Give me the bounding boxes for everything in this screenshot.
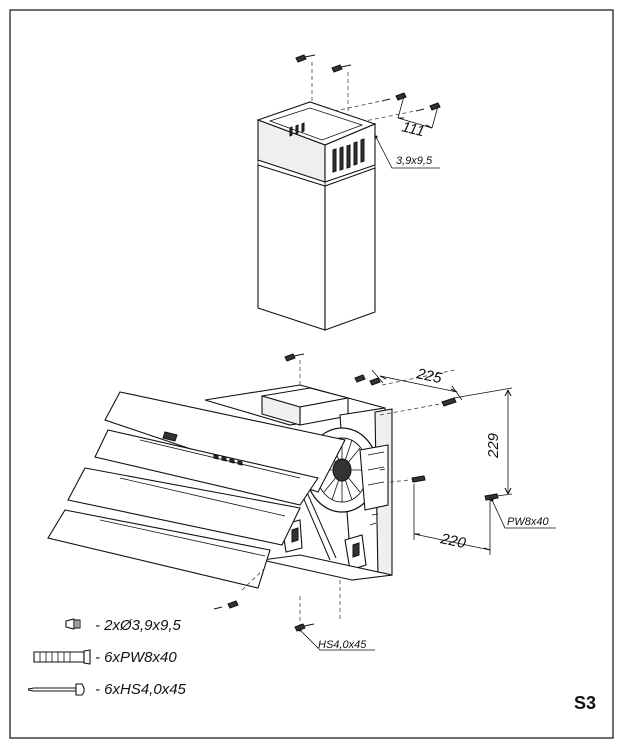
dimension-label-225: 225: [414, 365, 444, 387]
dimension-label-111: 111: [400, 118, 426, 140]
page-code: S3: [574, 693, 596, 713]
screw-icon: [213, 600, 239, 610]
legend: - 2xØ3,9x9,5 - 6xPW8x40 - 6xHS4,0x45: [27, 617, 187, 698]
screw-icon: [369, 377, 381, 386]
glass-panel: [47, 509, 271, 589]
long-screw-icon: [27, 683, 85, 696]
screw-icon: [284, 353, 305, 362]
glass-panels: [47, 391, 346, 589]
page-frame: [9, 9, 614, 739]
glass-panel: [104, 391, 346, 493]
glass-panel: [94, 429, 319, 506]
screw-top-label: 3,9x9,5: [396, 155, 433, 167]
small-screw-icon: [65, 618, 81, 630]
wood-screw-label: HS4,0x45: [318, 639, 367, 651]
glass-panel: [67, 467, 301, 546]
top-screws: [295, 54, 441, 123]
legend-text-small-screw: - 2xØ3,9x9,5: [95, 617, 182, 634]
wall-plug-icon: [33, 649, 91, 665]
wall-plug-label: PW8x40: [507, 516, 549, 528]
screw-icon: [295, 54, 316, 63]
wall-plug-icon: [484, 493, 499, 501]
dimension-111: [397, 95, 439, 129]
dimension-label-220: 220: [438, 530, 468, 552]
legend-text-long-screw: - 6xHS4,0x45: [95, 681, 187, 698]
dimension-220: [413, 484, 491, 555]
screw-icon: [294, 623, 315, 632]
wall-plug-icon: [441, 397, 457, 407]
dimension-label-229: 229: [485, 432, 502, 459]
wall-plugs: [379, 369, 499, 501]
chimney-cover: [256, 101, 440, 331]
hood-body: [204, 353, 393, 581]
legend-text-wall-plug: - 6xPW8x40: [95, 649, 177, 666]
screw-icon: [331, 64, 352, 73]
screw-icon: [354, 374, 366, 383]
dimension-225: [371, 369, 463, 401]
dimension-229: [453, 387, 513, 497]
wall-plug-icon: [411, 475, 426, 483]
